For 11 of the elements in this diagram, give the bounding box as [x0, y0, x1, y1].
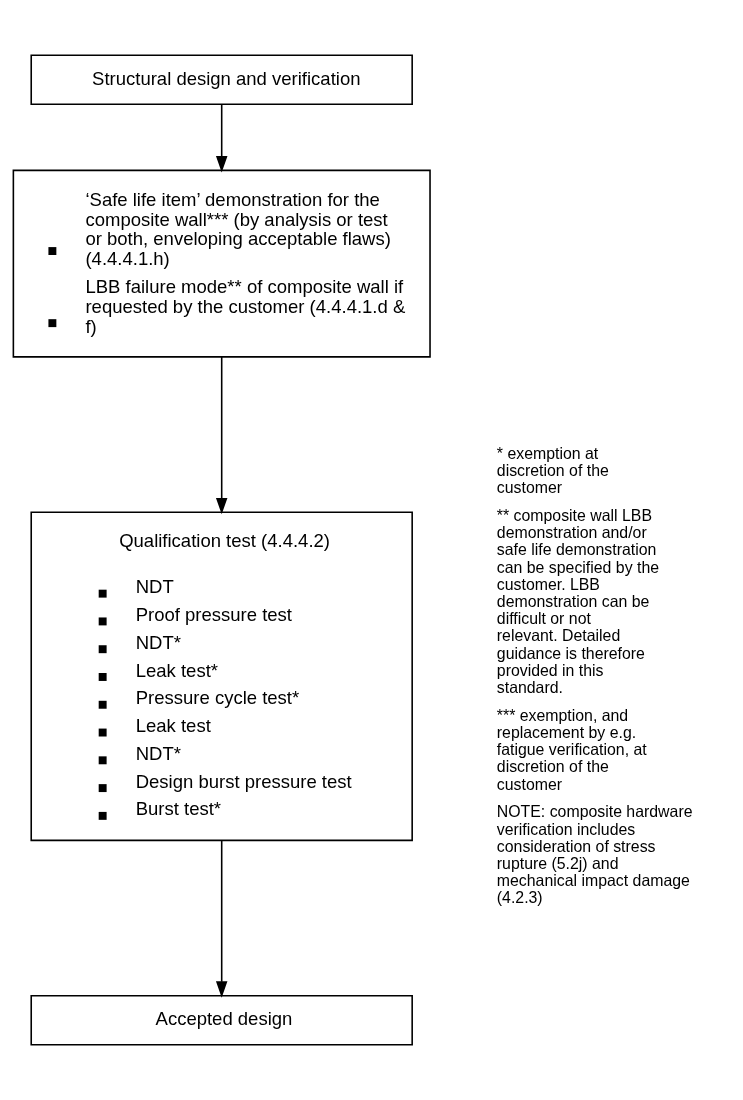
arrow [215, 103, 228, 173]
label: ** composite wall LBB demonstration and/or safe life demonstration can be specified by the customer. LBB demonstration can be difficult or not relevant. Detailed guidance is therefore provided in this standard. [496, 507, 660, 696]
label: *** exemption, and replacement by e.g. fatigue verification, at discretion of the customer [496, 706, 647, 793]
arrow [215, 356, 228, 515]
node-box: Qualification test (4.4.4.2) NDT Proof pressure test NDT* Leak test* Pressure cycle test* Leak test NDT* Design burst pressure test Burst test* [30, 511, 413, 842]
label: * exemption at discretion of the customer [496, 444, 609, 497]
node-box: ‘Safe life item’ demonstration for the composite wall*** (by analysis or test or both, enveloping acceptable flaws) (4.4.4.1.h) LBB failure mode** of composite wall if requested by the customer (4.4.4.1.d & f) [12, 169, 431, 358]
arrow [215, 840, 228, 998]
label: NOTE: composite hardware verification includes consideration of stress rupture (5.2j) and mechanical impact damage (4.2.3) [496, 803, 693, 907]
node-box: Accepted design [30, 994, 413, 1046]
node-box: Structural design and verification [30, 54, 413, 106]
